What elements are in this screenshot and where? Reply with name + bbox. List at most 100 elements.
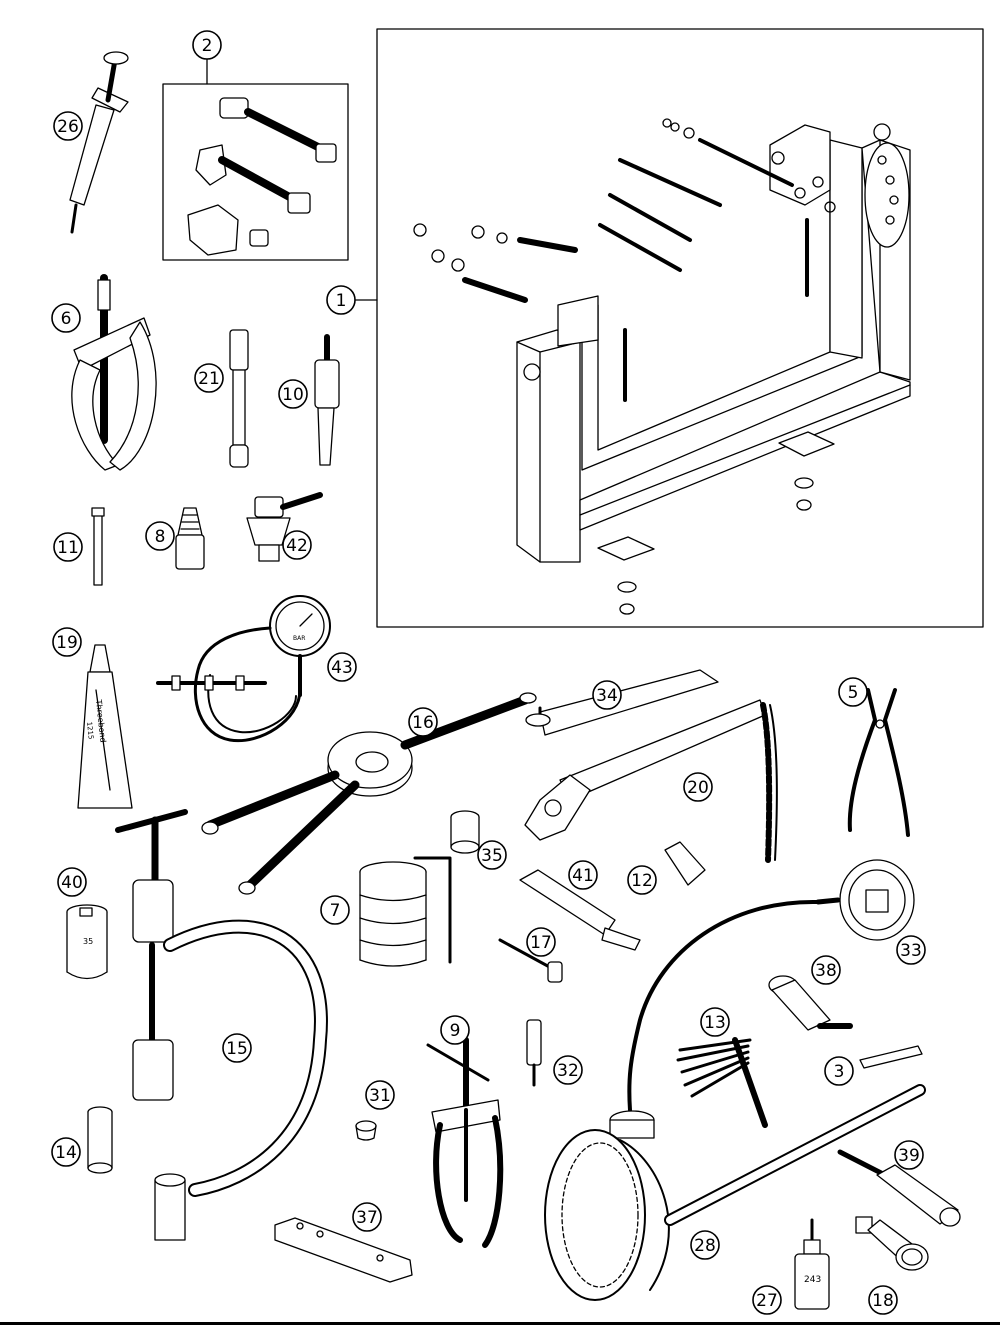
- svg-text:32: 32: [557, 1061, 579, 1081]
- tool-20-chain-wrench: [524, 699, 778, 863]
- callout-27: 27: [752, 1285, 782, 1315]
- svg-text:14: 14: [55, 1143, 77, 1163]
- svg-text:7: 7: [330, 901, 341, 921]
- callout-33: 33: [896, 935, 926, 965]
- callout-26: 26: [53, 111, 83, 141]
- callout-8: 8: [145, 521, 175, 551]
- tool-2-frame-box: [162, 83, 349, 261]
- svg-text:31: 31: [369, 1086, 391, 1106]
- tool-6-bearing-puller: [71, 274, 157, 471]
- callout-42: 42: [282, 530, 312, 560]
- callout-9: 9: [440, 1015, 470, 1045]
- bottle-code-label: 243: [804, 1275, 821, 1285]
- svg-text:20: 20: [687, 778, 709, 798]
- callout-20: 20: [683, 772, 713, 802]
- tool-42-adapter: [246, 492, 323, 562]
- tool-10-slide-hammer-insert: [314, 334, 340, 466]
- socket-size-label: 35: [83, 937, 93, 946]
- svg-text:9: 9: [450, 1021, 461, 1041]
- callout-7: 7: [320, 895, 350, 925]
- tool-14-spacer: [87, 1106, 113, 1174]
- tool-32-pin: [526, 1019, 542, 1087]
- tool-28-clutch-holder: [544, 1084, 926, 1301]
- svg-text:18: 18: [872, 1291, 894, 1311]
- svg-text:17: 17: [530, 933, 552, 953]
- callout-21: 21: [194, 363, 224, 393]
- svg-text:26: 26: [57, 117, 79, 137]
- callout-40: 40: [57, 867, 87, 897]
- tool-15-valve-spring-compressor: [115, 809, 328, 1241]
- svg-text:11: 11: [57, 538, 79, 558]
- tool-9-two-arm-puller: [426, 1037, 504, 1248]
- svg-text:33: 33: [900, 941, 922, 961]
- svg-text:41: 41: [572, 866, 594, 886]
- callout-6: 6: [51, 303, 81, 333]
- svg-text:6: 6: [61, 309, 72, 329]
- svg-text:16: 16: [412, 713, 434, 733]
- callout-38: 38: [811, 955, 841, 985]
- tool-7-piston-ring-compressor: [359, 856, 452, 967]
- callout-13: 13: [700, 1007, 730, 1037]
- tool-38-drift: [768, 975, 853, 1031]
- tool-21-shaft-tool: [229, 329, 249, 468]
- tool-3-gauge-strip: [859, 1045, 923, 1069]
- engine-stand-tool: [413, 118, 911, 615]
- tool-26-syringe: [69, 51, 129, 234]
- svg-text:43: 43: [331, 658, 353, 678]
- tool-40-socket: 35: [66, 904, 108, 980]
- svg-text:15: 15: [226, 1039, 248, 1059]
- callout-19: 19: [52, 627, 82, 657]
- callout-5: 5: [838, 677, 868, 707]
- tool-33-degree-wheel: [609, 859, 915, 1139]
- callout-34: 34: [592, 680, 622, 710]
- tool-18-adapter: [855, 1216, 929, 1271]
- callout-18: 18: [868, 1285, 898, 1315]
- tool-34-holding-wrench: [525, 669, 719, 736]
- tube-code-label: 1215: [85, 721, 95, 740]
- svg-text:5: 5: [848, 683, 859, 703]
- tool-8-sleeve: [175, 507, 205, 570]
- callout-3: 3: [824, 1056, 854, 1086]
- tool-12-sleeve-cone: [664, 841, 706, 886]
- svg-text:42: 42: [286, 536, 308, 556]
- callout-14: 14: [51, 1137, 81, 1167]
- tool-41-punch: [519, 869, 641, 951]
- callout-31: 31: [365, 1080, 395, 1110]
- tool-11-pin: [91, 507, 105, 586]
- svg-text:8: 8: [155, 527, 166, 547]
- callout-43: 43: [327, 652, 357, 682]
- tool-16-crankcase-puller: [201, 692, 537, 895]
- tool-31-plug: [355, 1120, 377, 1141]
- svg-text:1: 1: [336, 291, 347, 311]
- svg-text:28: 28: [694, 1236, 716, 1256]
- svg-text:10: 10: [282, 385, 304, 405]
- callout-17: 17: [526, 927, 556, 957]
- callout-16: 16: [408, 707, 438, 737]
- svg-text:39: 39: [898, 1146, 920, 1166]
- svg-text:37: 37: [356, 1208, 378, 1228]
- svg-text:27: 27: [756, 1291, 778, 1311]
- svg-text:35: 35: [481, 846, 503, 866]
- callout-37: 37: [352, 1202, 382, 1232]
- callout-39: 39: [894, 1140, 924, 1170]
- svg-text:34: 34: [596, 686, 618, 706]
- callout-15: 15: [222, 1033, 252, 1063]
- callout-2: 2: [192, 30, 222, 60]
- tool-39-slide-hammer: [837, 1149, 961, 1227]
- svg-text:40: 40: [61, 873, 83, 893]
- svg-text:3: 3: [834, 1062, 845, 1082]
- svg-text:21: 21: [198, 369, 220, 389]
- tool-2-crankshaft-puller: [187, 97, 337, 256]
- svg-text:13: 13: [704, 1013, 726, 1033]
- callout-10: 10: [278, 379, 308, 409]
- callout-41: 41: [568, 860, 598, 890]
- tool-13-feeler-gauge: [676, 1037, 768, 1128]
- gauge-unit-label: BAR: [293, 635, 305, 642]
- tool-27-loctite-bottle: 243: [794, 1218, 830, 1310]
- bottom-border-line: [0, 1322, 1000, 1325]
- tool-17-screw: [498, 938, 563, 983]
- tool-5-circlip-pliers: [847, 688, 910, 837]
- callouts: 1 2 3 5 6 7 8 9 10 11 12 13 14 15 16 17 …: [51, 30, 926, 1315]
- svg-text:2: 2: [202, 36, 213, 56]
- callout-28: 28: [690, 1230, 720, 1260]
